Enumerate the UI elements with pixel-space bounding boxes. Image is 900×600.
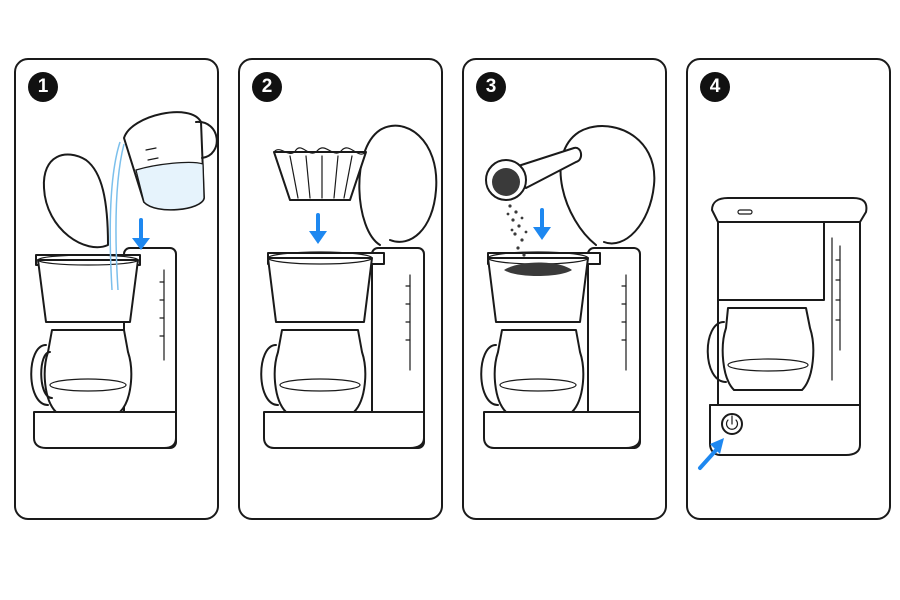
carafe [723,308,814,390]
blue-arrow-icon [533,210,551,240]
closed-lid [712,198,866,222]
machine-base [264,412,424,448]
step-4-panel: 4 [686,58,891,520]
power-button-icon [722,414,742,434]
paper-filter-icon [274,148,366,200]
filter-basket [38,260,138,322]
blue-arrow-icon [132,220,150,250]
blue-arrow-icon [309,215,327,244]
carafe [45,330,132,412]
machine-base [484,412,640,448]
step-1-illustration [16,60,219,520]
machine-base [34,412,176,448]
step-3-illustration [464,60,667,520]
step-1-panel: 1 [14,58,219,520]
step-2-panel: 2 [238,58,443,520]
open-lid [44,155,108,248]
filter-basket [268,258,372,322]
carafe [275,330,366,412]
open-lid [359,126,436,245]
carafe [495,330,584,412]
open-lid [561,126,655,245]
step-4-illustration [688,60,891,520]
step-3-panel: 3 [462,58,667,520]
step-2-illustration [240,60,443,520]
